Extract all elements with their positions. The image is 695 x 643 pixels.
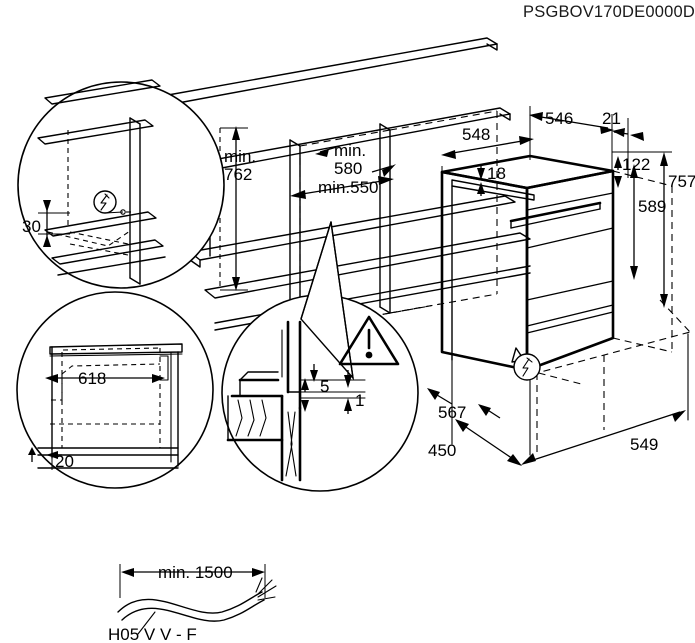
dimension-label-450: 450 (428, 441, 456, 460)
dimension-label-21: 21 (602, 109, 621, 128)
dimension-min-762: min. 762 (219, 126, 256, 291)
document-code: PSGBOV170DE0000D (455, 3, 695, 22)
dimension-label-min-550: min.550 (318, 178, 378, 197)
cable-type-label: H05 V V - F (108, 625, 197, 643)
dimension-label-618: 618 (78, 369, 106, 388)
dimension-label-589: 589 (638, 197, 666, 216)
dimension-122: 122 (614, 155, 650, 188)
dimension-567: 567 (427, 388, 501, 422)
dimension-label-min-762-line2: 762 (224, 165, 252, 184)
dimension-589: 589 (630, 164, 666, 280)
dimension-label-min-762-line1: min. (224, 147, 256, 166)
dimension-label-18: 18 (487, 164, 506, 183)
detail-circle-gap: 5 1 (221, 221, 419, 492)
cable-length-label: min. 1500 (158, 563, 233, 582)
dimension-label-567: 567 (438, 403, 466, 422)
cable-note: min. 1500 H05 V V - F (108, 563, 277, 643)
dimension-label-122: 122 (622, 155, 650, 174)
dimension-label-548: 548 (462, 125, 490, 144)
dimension-label-546: 546 (545, 109, 573, 128)
dimension-label-min-580-line2: 580 (334, 159, 362, 178)
detail-circle-width: 618 20 (16, 291, 214, 489)
dimension-18: 18 (477, 164, 506, 196)
warning-triangle-icon (338, 315, 400, 366)
electrical-bolt-icon (93, 190, 117, 214)
dimension-label-757: 757 (668, 172, 695, 191)
dimension-min-580: min. 580 (315, 141, 396, 178)
dimension-label-549: 549 (630, 435, 658, 454)
dimension-549: 549 (521, 410, 686, 465)
detail-circle-electrical: 30 (17, 79, 225, 289)
dimension-label-min-580-line1: min. (334, 141, 366, 160)
dimension-757: 757 (612, 151, 695, 308)
dimension-21: 21 (602, 109, 644, 178)
document-code-text: PSGBOV170DE0000D (523, 3, 695, 21)
oven-unit (440, 154, 691, 456)
dimension-label-30: 30 (22, 217, 41, 236)
dimension-label-1: 1 (355, 391, 364, 410)
oven-electrical-bolt-icon (511, 347, 541, 381)
dimension-label-5: 5 (320, 377, 329, 396)
dimension-min-550: min.550 (290, 176, 394, 199)
dimension-450: 450 (428, 419, 522, 466)
dimension-label-20: 20 (55, 452, 74, 471)
